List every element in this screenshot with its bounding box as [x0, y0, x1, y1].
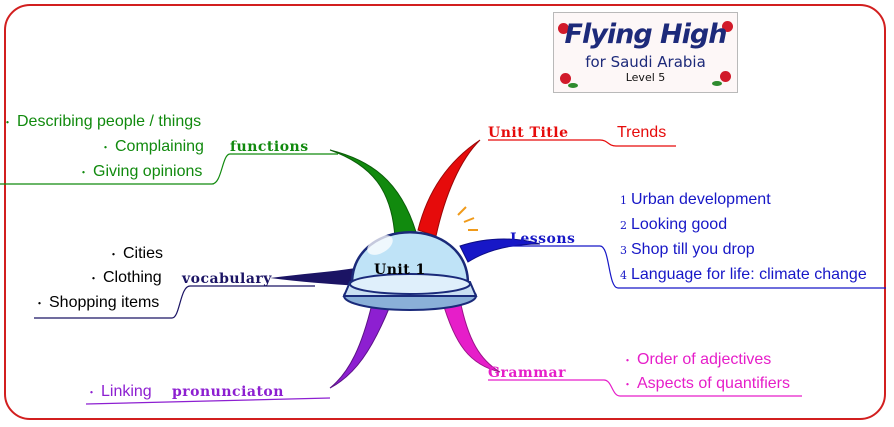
flower-icon: [560, 73, 571, 84]
functions-item: ・Complaining: [100, 138, 204, 155]
vocabulary-item: ・Cities: [108, 245, 164, 262]
functions-label: functions: [230, 139, 309, 155]
line-pronunciation: [85, 397, 331, 405]
vocabulary-item: ・Shopping items: [34, 294, 160, 311]
grammar-item: ・Order of adjectives: [622, 351, 772, 368]
branch-unit-title: [417, 139, 481, 237]
unit-title-value: Trends: [617, 124, 667, 141]
pronunciation-item: ・Linking: [86, 383, 152, 400]
logo-title: Flying High: [564, 19, 728, 50]
line-grammar: [488, 379, 802, 397]
flower-icon: [720, 71, 731, 82]
grammar-label: Grammar: [488, 365, 566, 381]
diagram-frame: [4, 4, 886, 420]
grammar-item: ・Aspects of quantifiers: [622, 375, 790, 392]
center-label: Unit 1: [374, 262, 426, 278]
functions-item: ・Describing people / things: [2, 113, 202, 130]
leaf-icon: [568, 83, 578, 88]
vocabulary-label: vocabulary: [182, 271, 272, 287]
branch-lessons: [459, 238, 541, 263]
logo-subtitle: for Saudi Arabia: [585, 53, 706, 71]
branch-vocabulary: [270, 268, 360, 286]
unit-title-label: Unit Title: [488, 125, 569, 141]
line-unit-title: [488, 139, 676, 147]
line-lessons: [508, 245, 886, 289]
branch-functions: [329, 149, 417, 239]
functions-item: ・Giving opinions: [78, 163, 203, 180]
lessons-label: Lessons: [510, 231, 576, 247]
flower-icon: [722, 21, 733, 32]
branch-pronunciation: [329, 303, 391, 389]
branch-grammar: [441, 299, 501, 373]
pronunciation-label: pronunciaton: [172, 384, 284, 400]
vocabulary-item: ・Clothing: [88, 269, 162, 286]
line-functions: [0, 153, 338, 185]
flower-icon: [558, 23, 569, 34]
logo-level: Level 5: [625, 71, 666, 84]
flying-high-logo: Flying High for Saudi Arabia Level 5: [553, 12, 738, 93]
crystal-ball-icon: [342, 206, 478, 311]
line-vocabulary: [34, 285, 315, 319]
leaf-icon: [712, 81, 722, 86]
